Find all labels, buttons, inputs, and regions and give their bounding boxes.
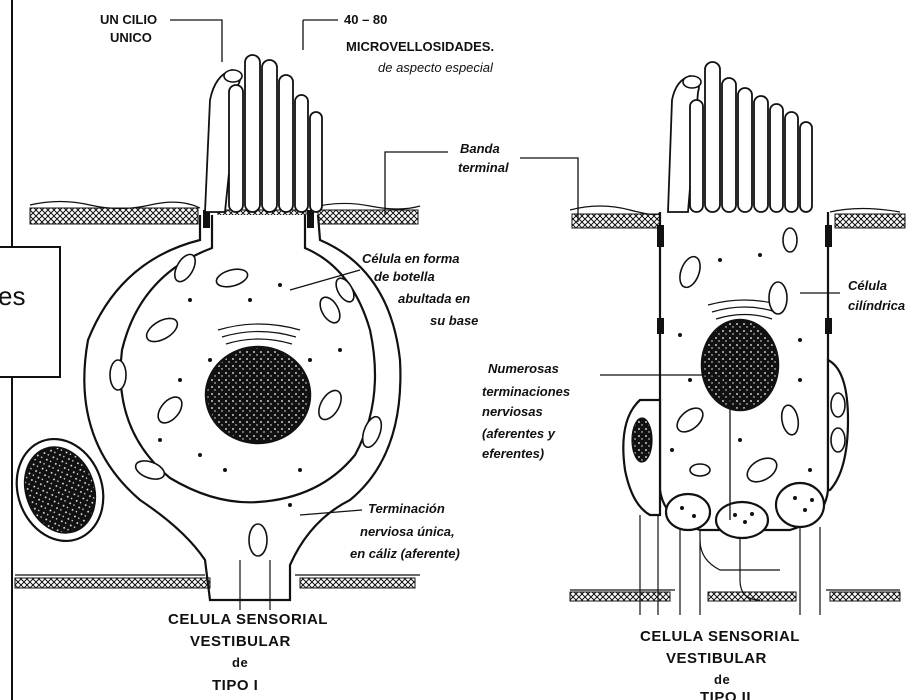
svg-text:nerviosas: nerviosas — [482, 404, 543, 419]
svg-text:de aspecto especial: de aspecto especial — [378, 60, 494, 75]
svg-text:de botella: de botella — [374, 269, 435, 284]
caption-tipo-1: CELULA SENSORIAL VESTIBULAR de TIPO I — [168, 611, 328, 694]
svg-text:Numerosas: Numerosas — [488, 361, 559, 376]
svg-text:su base: su base — [430, 313, 478, 328]
svg-text:CELULA SENSORIAL: CELULA SENSORIAL — [168, 611, 328, 628]
svg-text:VESTIBULAR: VESTIBULAR — [666, 650, 767, 667]
type-2-cell — [570, 62, 905, 615]
type-2-nucleus — [702, 320, 778, 410]
svg-text:TIPO I: TIPO I — [212, 677, 258, 694]
label-cilio: UN CILIO UNICO — [100, 12, 222, 62]
svg-text:terminaciones: terminaciones — [482, 384, 570, 399]
left-text-box: es — [0, 247, 60, 377]
type-2-microvilli — [690, 62, 812, 212]
epithelium-surface-left — [30, 202, 200, 209]
terminal-band-left-b — [318, 210, 418, 224]
svg-text:Banda: Banda — [460, 141, 500, 156]
svg-text:VESTIBULAR: VESTIBULAR — [190, 633, 291, 650]
svg-text:cilíndrica: cilíndrica — [848, 298, 905, 313]
svg-text:TIPO II: TIPO II — [700, 689, 751, 700]
svg-text:nerviosa única,: nerviosa única, — [360, 524, 455, 539]
svg-text:Terminación: Terminación — [368, 501, 445, 516]
terminal-band-left-a — [30, 208, 198, 224]
svg-text:(aferentes y: (aferentes y — [482, 426, 556, 441]
label-microvellosidades: 40 – 80 MICROVELLOSIDADES. de aspecto es… — [303, 12, 494, 75]
svg-text:UNICO: UNICO — [110, 30, 152, 45]
type-1-microvilli — [229, 55, 322, 212]
left-box-fragment: es — [0, 281, 25, 311]
svg-text:UN CILIO: UN CILIO — [100, 12, 157, 27]
svg-text:Célula: Célula — [848, 278, 887, 293]
svg-text:de: de — [232, 655, 248, 670]
svg-text:40 – 80: 40 – 80 — [344, 12, 387, 27]
svg-text:en cáliz (aferente): en cáliz (aferente) — [350, 546, 460, 561]
svg-text:MICROVELLOSIDADES.: MICROVELLOSIDADES. — [346, 39, 494, 54]
type-1-nucleus — [206, 347, 310, 443]
svg-text:Célula en forma: Célula en forma — [362, 251, 460, 266]
svg-text:eferentes): eferentes) — [482, 446, 544, 461]
svg-text:CELULA SENSORIAL: CELULA SENSORIAL — [640, 628, 800, 645]
caption-tipo-2: CELULA SENSORIAL VESTIBULAR de TIPO II — [640, 628, 800, 700]
svg-text:terminal: terminal — [458, 160, 509, 175]
svg-text:de: de — [714, 672, 730, 687]
svg-text:abultada en: abultada en — [398, 291, 470, 306]
